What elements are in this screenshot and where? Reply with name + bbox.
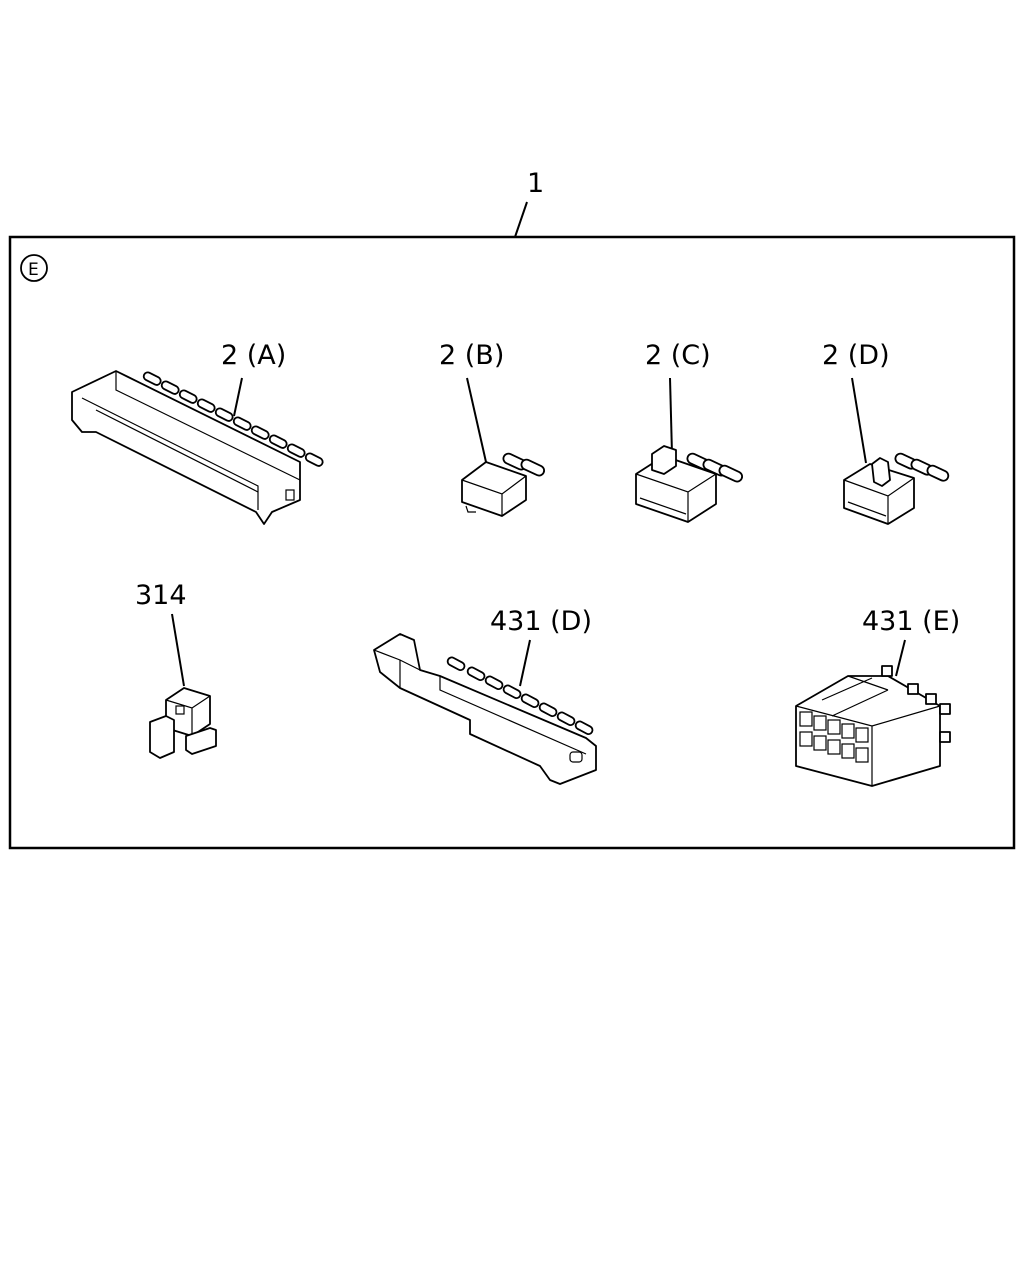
view-marker-circle: [20, 254, 48, 282]
leader-314: [171, 613, 185, 687]
connector-431e-drawing: [795, 665, 951, 787]
connector-2a-drawing: [71, 370, 324, 525]
leader-431e: [895, 639, 906, 677]
connector-431e-cavities: [799, 711, 869, 763]
callout-431d: 431 (D): [490, 606, 592, 637]
callout-2b: 2 (B): [439, 340, 504, 371]
view-marker-letter: E: [28, 260, 39, 280]
callout-2c: 2 (C): [645, 340, 711, 371]
connector-2c-drawing: [635, 445, 744, 523]
leader-431d: [519, 639, 531, 687]
leader-2d: [851, 377, 867, 464]
leader-2b: [466, 377, 487, 463]
connector-2b-drawing: [461, 452, 546, 517]
clip-314-drawing: [149, 687, 217, 759]
connector-431d-drawing: [373, 633, 597, 785]
leader-2c: [669, 377, 673, 455]
connector-2d-drawing: [843, 452, 950, 525]
callout-431e: 431 (E): [862, 606, 960, 637]
connector-2a-pins: [142, 371, 324, 467]
callout-2d: 2 (D): [822, 340, 890, 371]
view-marker: E: [20, 254, 48, 282]
leader-2a: [233, 377, 243, 417]
assembly-label: 1: [527, 168, 544, 199]
assembly-frame: [8, 235, 1016, 850]
callout-2a: 2 (A): [221, 340, 286, 371]
callout-314: 314: [135, 580, 187, 611]
connector-431d-pins: [446, 656, 594, 736]
assembly-leader-line: [514, 201, 528, 238]
